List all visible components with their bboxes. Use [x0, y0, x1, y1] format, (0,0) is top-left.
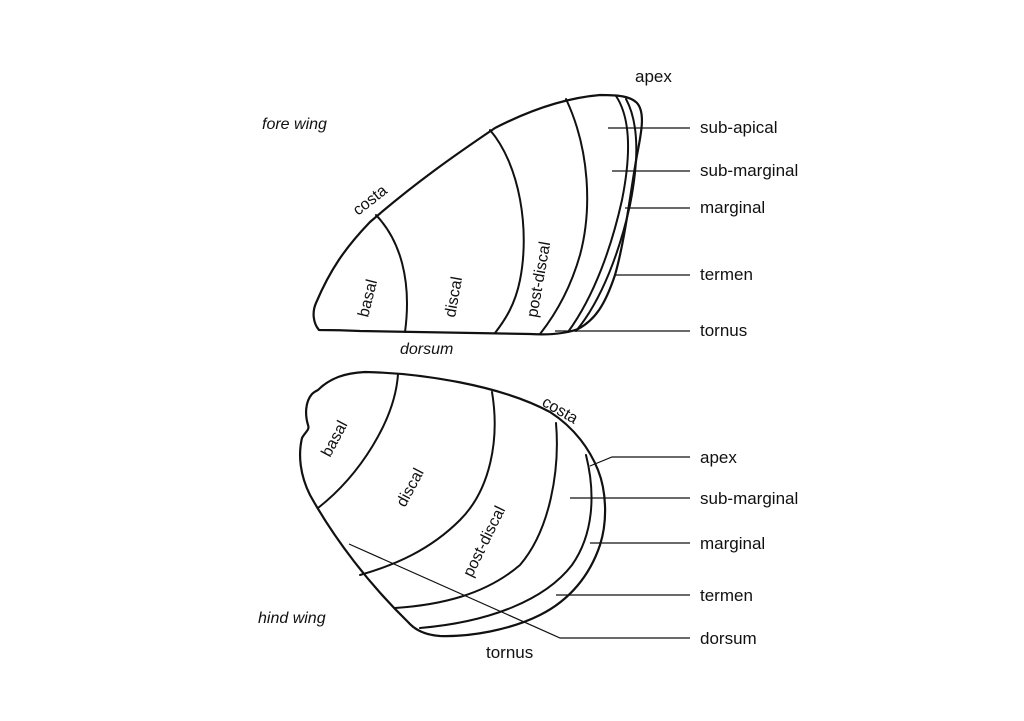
hind-wing-callout-marginal: marginal [700, 534, 765, 553]
fore-wing-discal-line [489, 129, 525, 334]
fore-wing-postdiscal-line [539, 98, 589, 335]
fore-wing-dorsum-label: dorsum [400, 341, 453, 358]
hind-wing: hind wing costa tornus basal discal post… [258, 370, 798, 662]
hind-wing-title: hind wing [258, 610, 326, 627]
hind-wing-callout-sub-marginal: sub-marginal [700, 489, 798, 508]
hind-wing-basal-label: basal [319, 418, 352, 460]
hind-wing-basal-line [317, 373, 399, 509]
hind-wing-leaders [348, 456, 690, 639]
hind-wing-callout-termen: termen [700, 586, 753, 605]
fore-wing-submarginal-line [567, 95, 630, 333]
hind-wing-callout-apex: apex [700, 448, 737, 467]
hind-wing-outline [299, 370, 607, 638]
fore-wing-callout-apex: apex [635, 67, 672, 86]
hind-wing-discal-label: discal [394, 466, 428, 510]
fore-wing: fore wing costa dorsum basal discal post… [262, 67, 798, 358]
fore-wing-callout-sub-marginal: sub-marginal [700, 161, 798, 180]
fore-wing-title: fore wing [262, 116, 327, 133]
fore-wing-callout-tornus: tornus [700, 321, 747, 340]
fore-wing-postdiscal-label: post-discal [524, 240, 554, 318]
hind-wing-tornus-label: tornus [486, 643, 533, 662]
fore-wing-basal-label: basal [355, 278, 381, 319]
fore-wing-discal-label: discal [442, 275, 466, 318]
fore-wing-callout-sub-apical: sub-apical [700, 118, 778, 137]
hind-wing-postdiscal-label: post-discal [460, 504, 509, 580]
fore-wing-outline [312, 93, 643, 336]
hind-wing-callout-dorsum: dorsum [700, 629, 757, 648]
hind-wing-postdiscal-line [394, 422, 558, 609]
fore-wing-callout-termen: termen [700, 265, 753, 284]
fore-wing-leaders [555, 127, 690, 332]
fore-wing-costa-label: costa [350, 182, 391, 219]
fore-wing-callout-marginal: marginal [700, 198, 765, 217]
hind-wing-submarginal-line [419, 454, 593, 629]
hind-wing-costa-label: costa [539, 394, 581, 428]
fore-wing-basal-line [375, 214, 408, 333]
